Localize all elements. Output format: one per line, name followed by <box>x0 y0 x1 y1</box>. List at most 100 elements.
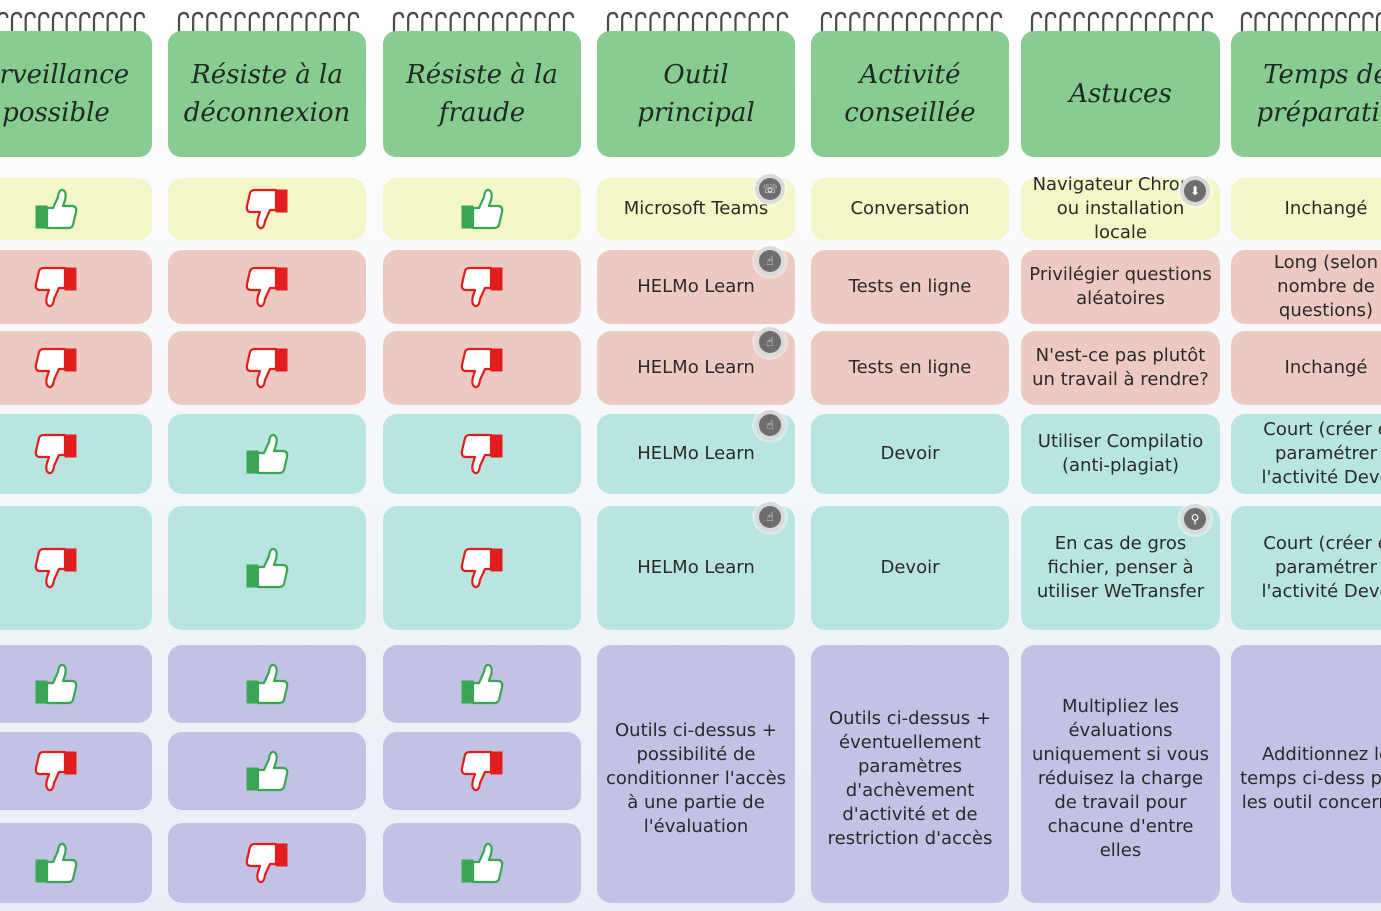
spiral-ring <box>1130 11 1142 41</box>
spiral-binding <box>606 11 789 41</box>
thumbs-down-icon <box>245 347 288 389</box>
thumbs-down-icon <box>460 266 503 308</box>
spiral-binding <box>820 11 1003 41</box>
rating-cell <box>0 414 152 494</box>
spiral-binding <box>1030 11 1214 41</box>
thumbs-up-icon <box>246 433 289 475</box>
spiral-ring <box>1159 11 1171 41</box>
thumbs-up-icon <box>246 750 289 792</box>
column-header: Activité conseillée <box>811 31 1009 157</box>
rating-cell <box>383 178 581 240</box>
badge-hand-pointer-icon[interactable]: ☝ <box>755 246 785 276</box>
badge-link-icon[interactable]: ⚲ <box>1180 504 1210 534</box>
tip-cell-text: Privilégier questions aléatoires <box>1029 264 1212 309</box>
spiral-binding <box>0 11 146 41</box>
rating-cell <box>0 823 152 903</box>
spiral-ring <box>1173 11 1185 41</box>
thumbs-down-icon <box>460 347 503 389</box>
spiral-ring <box>1267 11 1280 41</box>
tip-cell: N'est-ce pas plutôt un travail à rendre? <box>1021 331 1220 405</box>
spiral-ring <box>776 11 789 41</box>
spiral-ring <box>548 11 560 41</box>
spiral-ring <box>1187 11 1199 41</box>
activity-cell-text: Devoir <box>880 443 940 464</box>
tip-cell-text: N'est-ce pas plutôt un travail à rendre? <box>1032 345 1209 390</box>
column-header: Outil principal <box>597 31 795 157</box>
spiral-ring <box>762 11 774 41</box>
thumbs-down-icon <box>34 750 77 792</box>
time-cell-text: Inchangé <box>1284 357 1368 378</box>
spiral-ring <box>1144 11 1157 41</box>
spiral-ring <box>1116 11 1128 41</box>
rating-cell <box>0 732 152 810</box>
spiral-ring <box>1240 11 1253 41</box>
badge-download-icon[interactable]: ⬇ <box>1180 176 1210 206</box>
tool-cell-text: Outils ci-dessus + possibilité de condit… <box>605 720 787 837</box>
badge-hand-pointer-icon[interactable]: ☝ <box>755 502 785 532</box>
time-cell: Court (créer e paramétrer l'activité Dev… <box>1231 414 1381 494</box>
spiral-ring <box>51 11 64 41</box>
tip-cell-text: Multipliez les évaluations uniquement si… <box>1031 696 1210 861</box>
spiral-ring <box>449 11 461 41</box>
spiral-ring <box>463 11 475 41</box>
spiral-ring <box>891 11 903 41</box>
rating-cell <box>168 506 366 630</box>
spiral-ring <box>1281 11 1293 41</box>
spiral-ring <box>407 11 419 41</box>
thumbs-up-icon <box>461 663 504 705</box>
spiral-ring <box>277 11 289 41</box>
activity-cell-text: Tests en ligne <box>848 276 972 297</box>
spiral-ring <box>520 11 532 41</box>
spiral-ring <box>962 11 974 41</box>
spiral-ring <box>990 11 1003 41</box>
thumbs-up-icon <box>246 547 289 589</box>
spiral-ring <box>706 11 718 41</box>
column-header: Résiste à la déconnexion <box>168 31 366 157</box>
spiral-ring <box>79 11 91 41</box>
thumbs-down-icon <box>34 433 77 475</box>
rating-cell <box>168 645 366 723</box>
tip-cell: Multipliez les évaluations uniquement si… <box>1021 645 1220 903</box>
spiral-ring <box>1102 11 1114 41</box>
rating-cell <box>383 732 581 810</box>
hand-pointer-icon: ☝ <box>759 331 781 353</box>
tip-cell-text: En cas de gros fichier, penser à utilise… <box>1036 533 1205 602</box>
thumbs-up-icon <box>461 842 504 884</box>
spiral-ring <box>38 11 50 41</box>
badge-hand-pointer-icon[interactable]: ☝ <box>755 327 785 357</box>
spiral-ring <box>305 11 317 41</box>
spiral-ring <box>748 11 760 41</box>
tip-cell: Utiliser Compilatio (anti-plagiat) <box>1021 414 1220 494</box>
spiral-ring <box>1308 11 1320 41</box>
spiral-ring <box>1073 11 1085 41</box>
spiral-ring <box>920 11 932 41</box>
rating-cell <box>383 414 581 494</box>
badge-hand-pointer-icon[interactable]: ☝ <box>755 410 785 440</box>
tool-cell-text: HELMo Learn <box>637 276 755 297</box>
spiral-ring <box>934 11 946 41</box>
spiral-ring <box>262 11 275 41</box>
thumbs-down-icon <box>34 547 77 589</box>
spiral-ring <box>347 11 360 41</box>
column-header: Résiste à la fraude <box>383 31 581 157</box>
spiral-ring <box>65 11 77 41</box>
rating-cell <box>0 178 152 240</box>
badge-phone-icon[interactable]: ☏ <box>755 174 785 204</box>
spiral-ring <box>1375 11 1381 41</box>
rating-cell <box>168 414 366 494</box>
spiral-ring <box>1362 11 1374 41</box>
spiral-ring <box>1059 11 1071 41</box>
time-cell: Court (créer e paramétrer l'activité Dev… <box>1231 506 1381 630</box>
thumbs-up-icon <box>35 188 78 230</box>
tip-cell-text: Navigateur Chrome ou installation locale <box>1032 174 1209 243</box>
time-cell-text: Court (créer e paramétrer l'activité Dev… <box>1261 533 1381 602</box>
spiral-binding <box>177 11 360 41</box>
spiral-ring <box>621 11 633 41</box>
time-cell-text: Long (selon nombre de questions) <box>1273 252 1379 321</box>
spiral-ring <box>877 11 889 41</box>
spiral-ring <box>1201 11 1214 41</box>
spiral-ring <box>177 11 190 41</box>
spiral-ring <box>92 11 105 41</box>
spiral-ring <box>392 11 405 41</box>
spiral-ring <box>635 11 647 41</box>
